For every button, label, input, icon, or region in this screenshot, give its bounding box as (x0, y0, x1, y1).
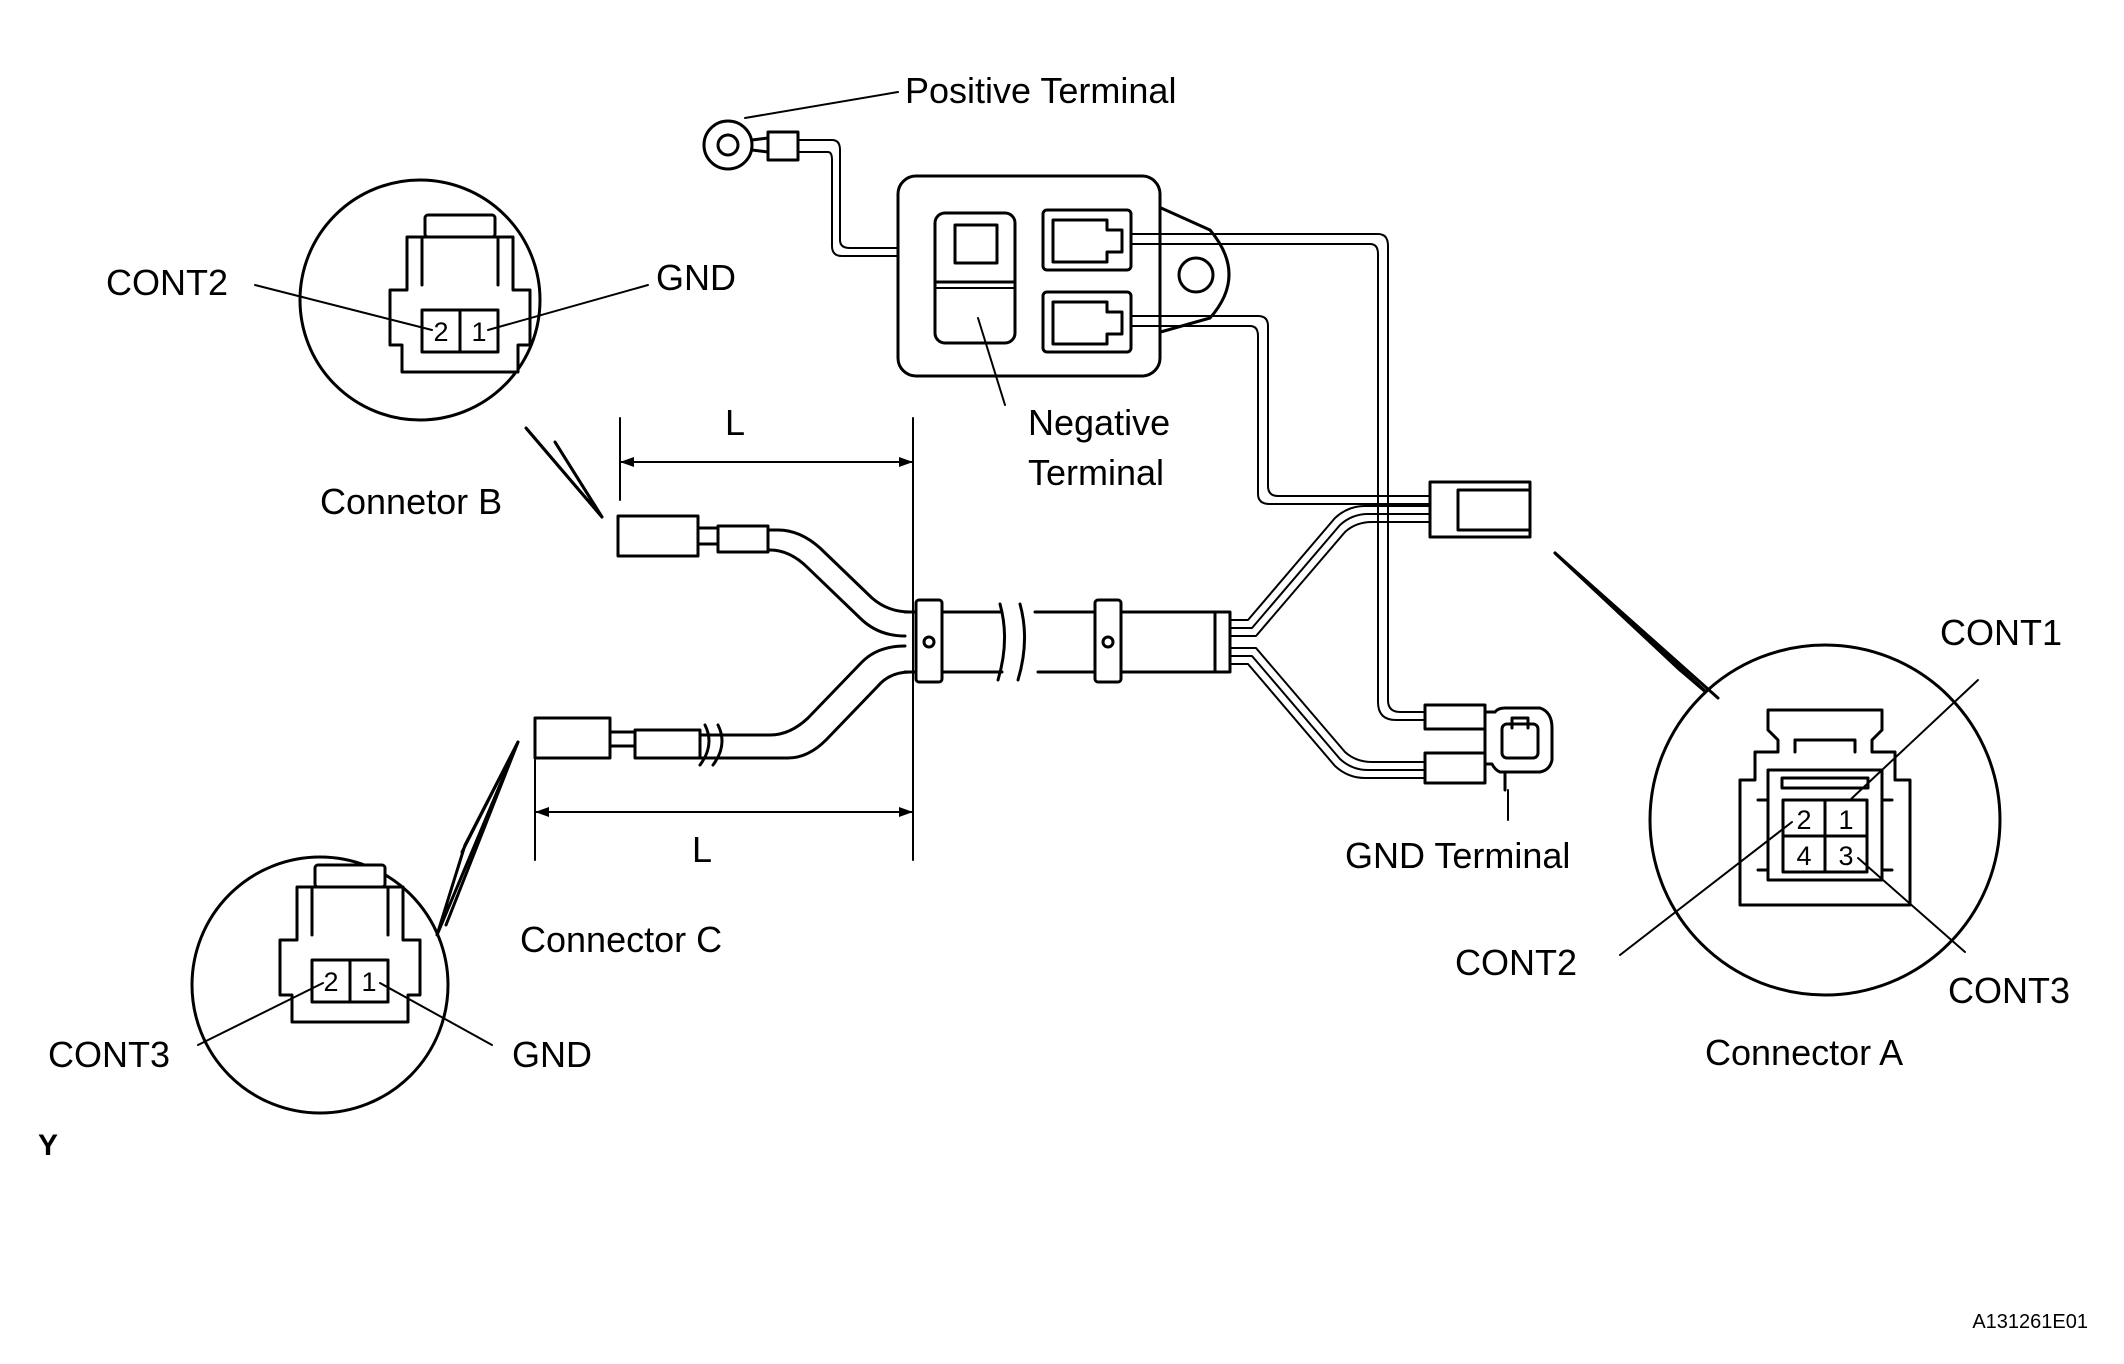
connector-b-gnd-leader (487, 284, 649, 331)
connector-a-cont2-leader (1619, 821, 1793, 956)
main-harness (698, 505, 1431, 779)
connector-b-cont2-label: CONT2 (106, 262, 228, 303)
connector-a-pin-4: 4 (1796, 841, 1811, 871)
length-label-bottom: L (692, 829, 712, 870)
connector-c-pin-2: 2 (323, 967, 338, 997)
connector-c-cont3-label: CONT3 (48, 1034, 170, 1075)
positive-terminal-leader (744, 91, 899, 119)
length-label-top: L (725, 402, 745, 443)
connector-b-label: Connetor B (320, 481, 502, 522)
connector-a-cont1-leader (1849, 679, 1979, 801)
view-tag: Y (38, 1129, 58, 1162)
negative-terminal-label-line2: Terminal (1028, 452, 1164, 493)
connector-c-label: Connector C (520, 919, 722, 960)
connector-a-cont1-label: CONT1 (1940, 612, 2062, 653)
connector-a-pin-2: 2 (1796, 805, 1811, 835)
connector-c-gnd-label: GND (512, 1034, 592, 1075)
positive-terminal-ring (702, 119, 800, 171)
connector-a-plug (1428, 480, 1532, 539)
connector-a-cont3-leader (1857, 857, 1966, 953)
connector-a-label: Connector A (1705, 1032, 1903, 1073)
control-module (896, 174, 1231, 378)
dimension-l-bottom (534, 759, 913, 861)
dimension-l-top (619, 417, 914, 861)
connector-c-callout (190, 740, 520, 1115)
negative-terminal-label-line1: Negative (1028, 402, 1170, 443)
connector-b-pin-1: 1 (471, 317, 486, 347)
connector-c-gnd-leader (379, 982, 493, 1046)
connector-a-cont2-label: CONT2 (1455, 942, 1577, 983)
connector-c-cont3-leader (197, 982, 324, 1046)
figure-code: A131261E01 (1972, 1311, 2088, 1333)
connector-b-callout (298, 178, 604, 519)
module-lower-wire (1130, 315, 1431, 505)
connector-c-plug (533, 716, 724, 767)
connector-b-cont2-leader (254, 284, 433, 331)
positive-terminal-label: Positive Terminal (905, 70, 1176, 111)
connector-c-pin-1: 1 (361, 967, 376, 997)
connector-a-callout (1553, 551, 2002, 997)
connector-b-plug (616, 514, 770, 558)
positive-wire (797, 139, 954, 257)
gnd-terminal-label: GND Terminal (1345, 835, 1570, 876)
connector-a-cont3-label: CONT3 (1948, 970, 2070, 1011)
connector-a-pin-1: 1 (1838, 805, 1853, 835)
gnd-terminal (1423, 703, 1554, 792)
connector-b-gnd-label: GND (656, 257, 736, 298)
connector-a-pin-3: 3 (1838, 841, 1853, 871)
connector-b-pin-2: 2 (433, 317, 448, 347)
module-upper-wire (1130, 233, 1426, 721)
negative-terminal-leader (977, 317, 1006, 406)
